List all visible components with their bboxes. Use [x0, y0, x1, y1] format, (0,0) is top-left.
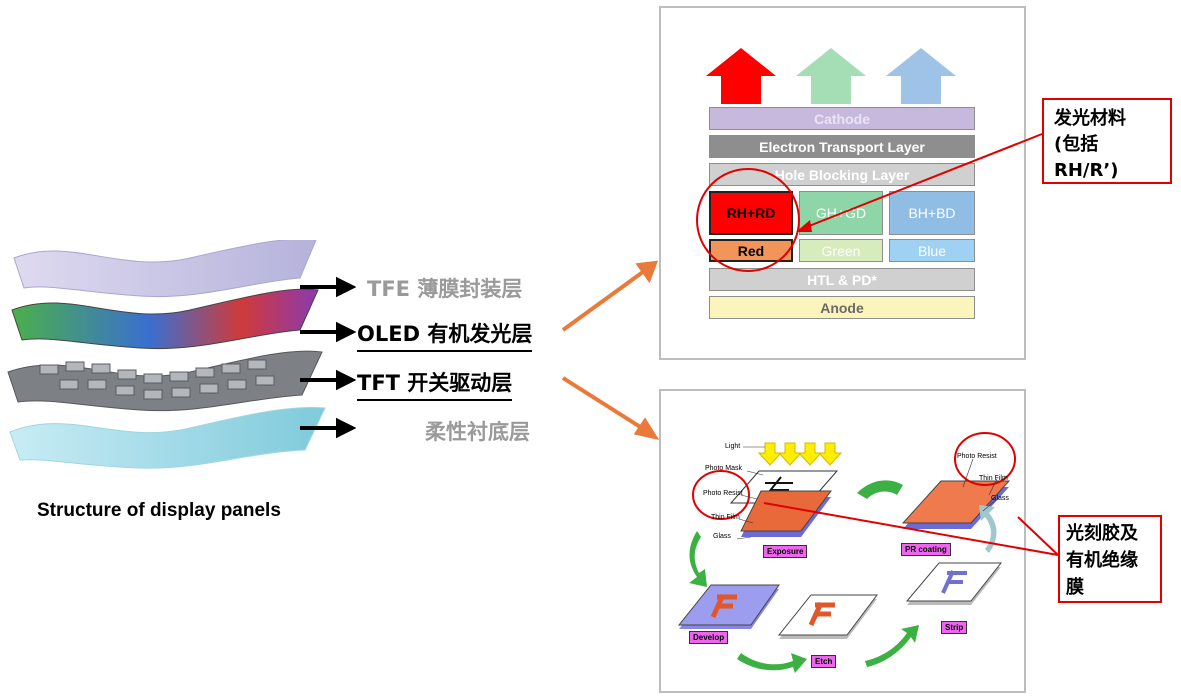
highlight-circle — [696, 168, 800, 272]
step-develop: Develop — [689, 631, 729, 644]
oled-layer — [11, 288, 319, 350]
layer-arrows — [300, 276, 356, 439]
glass-label-left: Glass — [713, 533, 731, 540]
figure-caption: Structure of display panels — [37, 500, 281, 521]
substrate-layer — [9, 406, 326, 469]
photolithography-diagram — [677, 432, 1016, 673]
light-label: Light — [725, 443, 741, 450]
callout-pointers-2 — [763, 502, 1059, 556]
tft-label: TFT 开关驱动层 — [357, 367, 513, 401]
step-strip: Strip — [941, 621, 968, 634]
callout-pointer-1 — [796, 133, 1043, 232]
connector-arrows — [561, 260, 660, 440]
etl-layer: Electron Transport Layer — [709, 135, 975, 158]
photolithography-panel: Light Photo Mask Photo Resist Thin Film … — [659, 389, 1026, 693]
cathode-layer: Cathode — [709, 107, 975, 130]
callout2-line-2: 有机绝缘 — [1066, 550, 1138, 571]
callout2-line-1: 光刻胶及 — [1066, 523, 1138, 544]
emission-arrows — [706, 48, 956, 104]
photo-mask-label: Photo Mask — [705, 465, 742, 472]
step-exposure: Exposure — [763, 545, 808, 558]
callout-line-2: (包括RH/R’) — [1054, 134, 1119, 181]
display-layers-illustration — [7, 240, 326, 469]
callout-line-1: 发光材料 — [1054, 108, 1126, 129]
callout2-line-3: 膜 — [1066, 577, 1084, 598]
step-pr-coating: PR coating — [901, 543, 951, 556]
substrate-label: 柔性衬底层 — [425, 420, 530, 444]
tft-layer — [7, 350, 323, 412]
thin-film-label-right: Thin Film — [979, 475, 1008, 482]
luminescent-material-callout: 发光材料 (包括RH/R’) — [1042, 98, 1172, 184]
photo-resist-label-right: Photo Resist — [957, 453, 997, 460]
blue-host-layer: BH+BD — [889, 191, 975, 235]
photo-resist-label-left: Photo Resist — [703, 490, 743, 497]
anode-layer: Anode — [709, 296, 975, 319]
blue-layer: Blue — [889, 239, 975, 262]
oled-label: OLED 有机发光层 — [357, 318, 533, 352]
tfe-label: TFE 薄膜封装层 — [367, 277, 523, 301]
photoresist-callout: 光刻胶及 有机绝缘 膜 — [1058, 515, 1162, 603]
htl-layer: HTL & PD* — [709, 268, 975, 291]
step-etch: Etch — [811, 655, 837, 668]
tfe-layer — [13, 240, 317, 298]
glass-label-right: Glass — [991, 495, 1009, 502]
thin-film-label-left: Thin Film — [711, 514, 740, 521]
oled-stack-panel: Cathode Electron Transport Layer Hole Bl… — [659, 6, 1026, 360]
green-layer: Green — [799, 239, 883, 262]
